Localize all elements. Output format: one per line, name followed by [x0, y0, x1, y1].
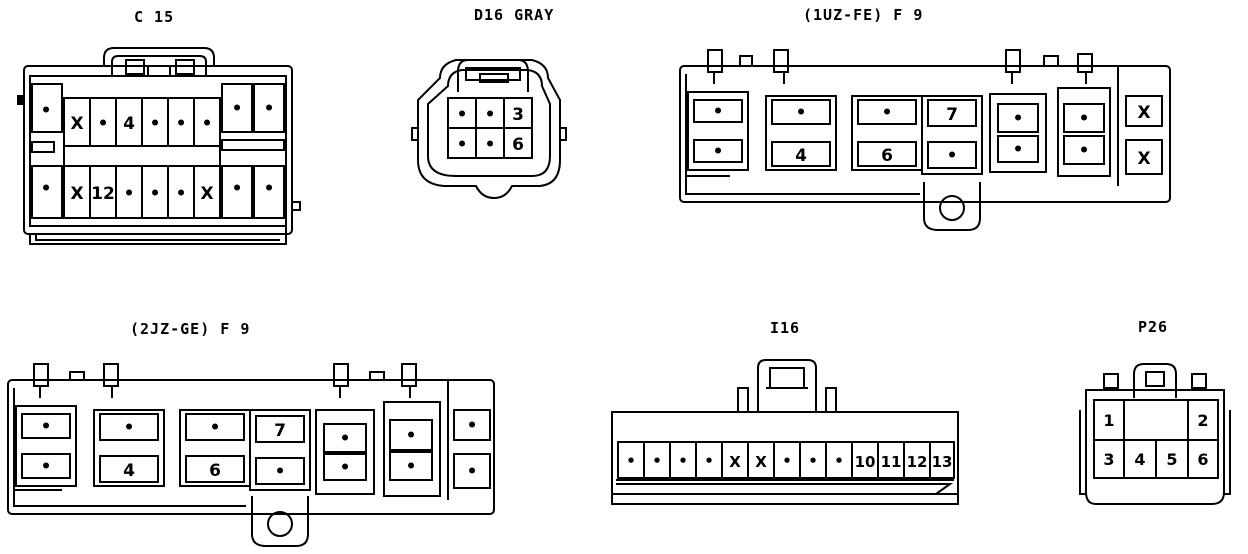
c15-pin-label: 12: [91, 184, 115, 204]
d16-connector: [411, 59, 567, 200]
c15-pin-label: •: [98, 114, 109, 134]
c15-pin-label: 4: [123, 114, 135, 134]
p26-pin-label: 3: [1103, 450, 1114, 469]
f9-2jz-pin-label: •: [406, 426, 417, 446]
c15-pin-label: •: [176, 114, 187, 134]
f9-1uz-pin-label: •: [882, 103, 893, 123]
p26-pin-label: 5: [1166, 450, 1177, 469]
f9-1uz-pin-label: •: [1013, 109, 1024, 129]
i16-pin-label: •: [834, 452, 844, 470]
i16-title: I16: [770, 319, 801, 337]
p26-pin-label: 2: [1197, 411, 1208, 430]
f9-1uz-pin-label: •: [947, 146, 958, 166]
i16-pin-label: 13: [932, 453, 953, 471]
c15-title: C 15: [134, 8, 175, 26]
f9-1uz-pin-label: 4: [795, 146, 807, 166]
i16-pin-label: 11: [881, 453, 902, 471]
f9-2jz-pin-label: 4: [123, 461, 135, 481]
f9-2jz-pin-label: •: [406, 457, 417, 477]
c15-pin-label: •: [150, 184, 161, 204]
f9-1uz-pin-label: •: [796, 103, 807, 123]
c15-pin-label: •: [41, 179, 52, 199]
i16-pin-label: •: [704, 452, 714, 470]
i16-pin-label: •: [626, 452, 636, 470]
f9-2jz-pin-label: 6: [209, 461, 221, 481]
f9-1uz-pin-label: X: [1137, 149, 1150, 169]
c15-pin-label: •: [41, 101, 52, 121]
c15-pin-label: X: [70, 114, 83, 134]
i16-pin-label: X: [729, 453, 741, 471]
d16-title: D16 GRAY: [474, 6, 555, 24]
f9-2jz-title: (2JZ-GE) F 9: [130, 320, 251, 338]
c15-pin-label: •: [264, 179, 275, 199]
p26-pin-label: 6: [1197, 450, 1208, 469]
f9-2jz-pin-label: •: [41, 457, 52, 477]
f9-2jz-connector: [7, 363, 495, 547]
f9-2jz-pin-label: •: [275, 462, 286, 482]
f9-2jz-pin-label: •: [210, 418, 221, 438]
i16-pin-label: X: [755, 453, 767, 471]
d16-pin-label: •: [457, 135, 468, 155]
f9-1uz-pin-label: •: [1013, 140, 1024, 160]
c15-pin-label: X: [200, 184, 213, 204]
f9-2jz-pin-label: 7: [274, 421, 286, 441]
c15-connector: [17, 47, 301, 245]
f9-1uz-pin-label: •: [713, 142, 724, 162]
c15-pin-label: •: [202, 114, 213, 134]
i16-pin-label: •: [782, 452, 792, 470]
c15-pin-label: •: [124, 184, 135, 204]
d16-pin-label: •: [485, 135, 496, 155]
d16-pin-label: •: [457, 105, 468, 125]
f9-1uz-pin-label: •: [1079, 109, 1090, 129]
f9-1uz-title: (1UZ-FE) F 9: [803, 6, 924, 24]
f9-2jz-pin-label: •: [340, 429, 351, 449]
i16-pin-label: •: [652, 452, 662, 470]
p26-title: P26: [1138, 318, 1169, 336]
d16-pin-label: 3: [512, 105, 524, 125]
p26-connector: [1079, 363, 1231, 505]
f9-1uz-pin-label: •: [713, 102, 724, 122]
f9-1uz-pin-label: •: [1079, 141, 1090, 161]
f9-1uz-connector: [679, 49, 1171, 231]
c15-pin-label: X: [70, 184, 83, 204]
d16-pin-label: 6: [512, 135, 524, 155]
f9-1uz-pin-label: 7: [946, 105, 958, 125]
i16-pin-label: 10: [855, 453, 876, 471]
i16-pin-label: •: [678, 452, 688, 470]
c15-pin-label: •: [150, 114, 161, 134]
i16-pin-label: •: [808, 452, 818, 470]
i16-pin-label: 12: [907, 453, 928, 471]
f9-2jz-pin-label: •: [41, 417, 52, 437]
i16-connector: [611, 359, 959, 505]
c15-pin-label: •: [232, 99, 243, 119]
c15-pin-label: •: [232, 179, 243, 199]
f9-2jz-pin-label: •: [467, 462, 478, 482]
f9-2jz-pin-label: •: [124, 418, 135, 438]
f9-1uz-pin-label: 6: [881, 146, 893, 166]
p26-pin-label: 1: [1103, 411, 1114, 430]
f9-2jz-pin-label: •: [340, 458, 351, 478]
c15-pin-label: •: [176, 184, 187, 204]
f9-1uz-pin-label: X: [1137, 103, 1150, 123]
c15-pin-label: •: [264, 99, 275, 119]
d16-pin-label: •: [485, 105, 496, 125]
f9-2jz-pin-label: •: [467, 416, 478, 436]
p26-pin-label: 4: [1134, 450, 1145, 469]
